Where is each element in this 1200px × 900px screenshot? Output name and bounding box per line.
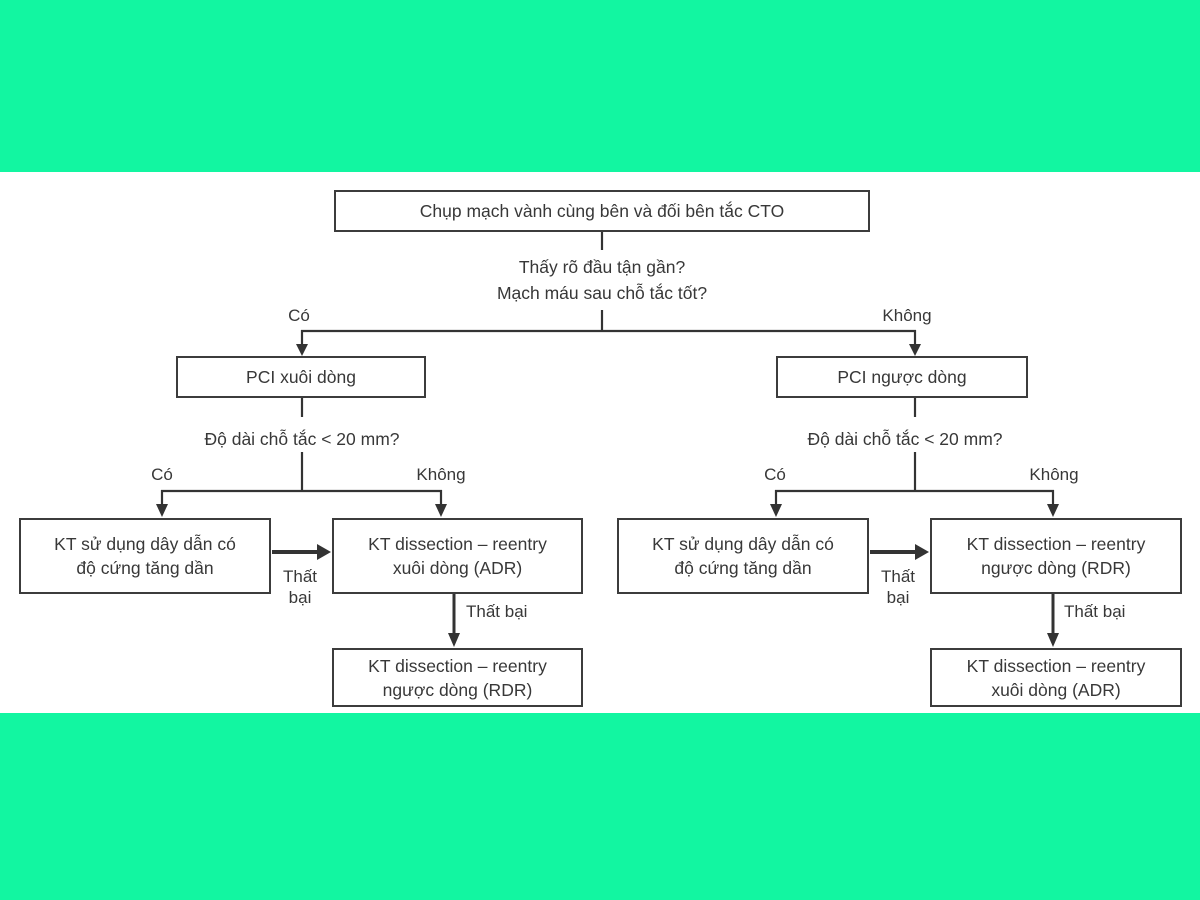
top-green-band	[0, 0, 1200, 172]
right-adr-fallback-box: KT dissection – reentry xuôi dòng (ADR)	[930, 648, 1182, 707]
right-fail-stacked-label: Thất bại	[868, 566, 928, 608]
right-rdr-line2: ngược dòng (RDR)	[981, 558, 1131, 578]
right-wire-escalation-box: KT sử dụng dây dẫn có độ cứng tăng dần	[617, 518, 869, 594]
right-fail-inline-label: Thất bại	[1064, 602, 1126, 621]
main-yes-label: Có	[288, 306, 310, 325]
left-rdr-line2: ngược dòng (RDR)	[382, 679, 533, 700]
bottom-green-band	[0, 713, 1200, 900]
proximal-cap-question-line1: Thấy rõ đầu tận gần?	[518, 257, 686, 277]
left-yes-label: Có	[151, 465, 173, 484]
right-yes-label: Có	[764, 465, 786, 484]
left-fail-stacked-line2: bại	[288, 588, 312, 607]
right-fail-stacked-line2: bại	[886, 588, 910, 607]
right-adr-line2: xuôi dòng (ADR)	[991, 679, 1121, 700]
right-wire-escalation-line1: KT sử dụng dây dẫn có	[652, 534, 834, 554]
root-box: Chụp mạch vành cùng bên và đối bên tắc C…	[334, 190, 870, 232]
left-adr-box: KT dissection – reentry xuôi dòng (ADR)	[332, 518, 583, 594]
proximal-cap-question-line2: Mạch máu sau chỗ tắc tốt?	[496, 283, 708, 303]
left-fail-stacked-line1: Thất	[282, 567, 318, 586]
right-rdr-box: KT dissection – reentry ngược dòng (RDR)	[930, 518, 1182, 594]
left-length-question-text: Độ dài chỗ tắc < 20 mm?	[204, 429, 400, 449]
left-fail-stacked-label: Thất bại	[270, 566, 330, 608]
main-no-label: Không	[882, 306, 932, 325]
left-length-question: Độ dài chỗ tắc < 20 mm?	[152, 426, 452, 452]
left-no-label: Không	[416, 465, 466, 484]
right-fail-stacked-line1: Thất	[880, 567, 916, 586]
left-adr-line2: xuôi dòng (ADR)	[392, 558, 523, 578]
pci-antegrade-box: PCI xuôi dòng	[176, 356, 426, 398]
proximal-cap-question: Thấy rõ đầu tận gần? Mạch máu sau chỗ tắ…	[402, 254, 802, 306]
left-rdr-line1: KT dissection – reentry	[368, 655, 547, 676]
pci-retrograde-box: PCI ngược dòng	[776, 356, 1028, 398]
pci-antegrade-label: PCI xuôi dòng	[246, 367, 356, 387]
left-wire-escalation-box: KT sử dụng dây dẫn có độ cứng tăng dần	[19, 518, 271, 594]
right-adr-line1: KT dissection – reentry	[966, 655, 1146, 676]
pci-retrograde-label: PCI ngược dòng	[837, 367, 967, 387]
right-wire-escalation-line2: độ cứng tăng dần	[674, 558, 812, 578]
left-wire-escalation-line2: độ cứng tăng dần	[76, 558, 214, 578]
right-rdr-line1: KT dissection – reentry	[966, 534, 1146, 554]
left-rdr-fallback-box: KT dissection – reentry ngược dòng (RDR)	[332, 648, 583, 707]
right-length-question: Độ dài chỗ tắc < 20 mm?	[755, 426, 1055, 452]
left-adr-line1: KT dissection – reentry	[368, 534, 547, 554]
root-box-label: Chụp mạch vành cùng bên và đối bên tắc C…	[419, 201, 785, 221]
left-wire-escalation-line1: KT sử dụng dây dẫn có	[54, 534, 236, 554]
left-fail-inline-label: Thất bại	[466, 602, 528, 621]
right-no-label: Không	[1029, 465, 1079, 484]
right-length-question-text: Độ dài chỗ tắc < 20 mm?	[807, 429, 1003, 449]
